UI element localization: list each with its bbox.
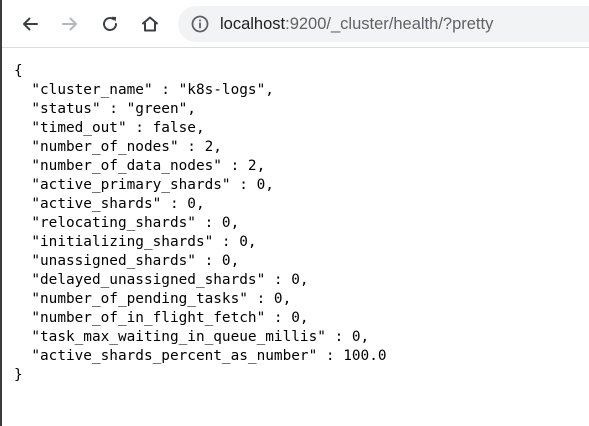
address-bar[interactable]: localhost:9200/_cluster/health/?pretty	[178, 6, 589, 42]
arrow-right-icon	[62, 17, 77, 31]
json-line: "active_shards" : 0,	[14, 196, 205, 212]
json-line: "relocating_shards" : 0,	[14, 215, 240, 231]
json-line: "status" : "green",	[14, 101, 196, 117]
url-path: :9200/_cluster/health/?pretty	[285, 15, 494, 33]
url-host: localhost	[220, 15, 286, 33]
home-icon	[142, 16, 158, 32]
home-button[interactable]	[134, 8, 166, 40]
json-open-brace: {	[14, 63, 23, 79]
forward-button[interactable]	[54, 8, 86, 40]
json-line: "task_max_waiting_in_queue_millis" : 0,	[14, 329, 370, 345]
arrow-left-icon	[23, 17, 38, 31]
browser-toolbar: localhost:9200/_cluster/health/?pretty	[2, 0, 589, 48]
json-line: "active_primary_shards" : 0,	[14, 177, 274, 193]
json-line: "cluster_name" : "k8s-logs",	[14, 82, 274, 98]
json-line: "number_of_data_nodes" : 2,	[14, 158, 266, 174]
json-line: "unassigned_shards" : 0,	[14, 253, 240, 269]
json-line: "initializing_shards" : 0,	[14, 234, 257, 250]
info-circle-icon[interactable]	[190, 14, 210, 34]
json-line: "number_of_nodes" : 2,	[14, 139, 222, 155]
json-line: "delayed_unassigned_shards" : 0,	[14, 272, 309, 288]
address-url[interactable]: localhost:9200/_cluster/health/?pretty	[220, 14, 493, 34]
page-content: { "cluster_name" : "k8s-logs", "status" …	[14, 62, 589, 385]
json-close-brace: }	[14, 367, 23, 383]
json-line: "active_shards_percent_as_number" : 100.…	[14, 348, 387, 364]
reload-button[interactable]	[94, 8, 126, 40]
back-button[interactable]	[14, 8, 46, 40]
json-line: "number_of_pending_tasks" : 0,	[14, 291, 292, 307]
json-response: { "cluster_name" : "k8s-logs", "status" …	[14, 62, 589, 385]
json-line: "timed_out" : false,	[14, 120, 205, 136]
json-line: "number_of_in_flight_fetch" : 0,	[14, 310, 309, 326]
reload-icon	[103, 16, 117, 31]
